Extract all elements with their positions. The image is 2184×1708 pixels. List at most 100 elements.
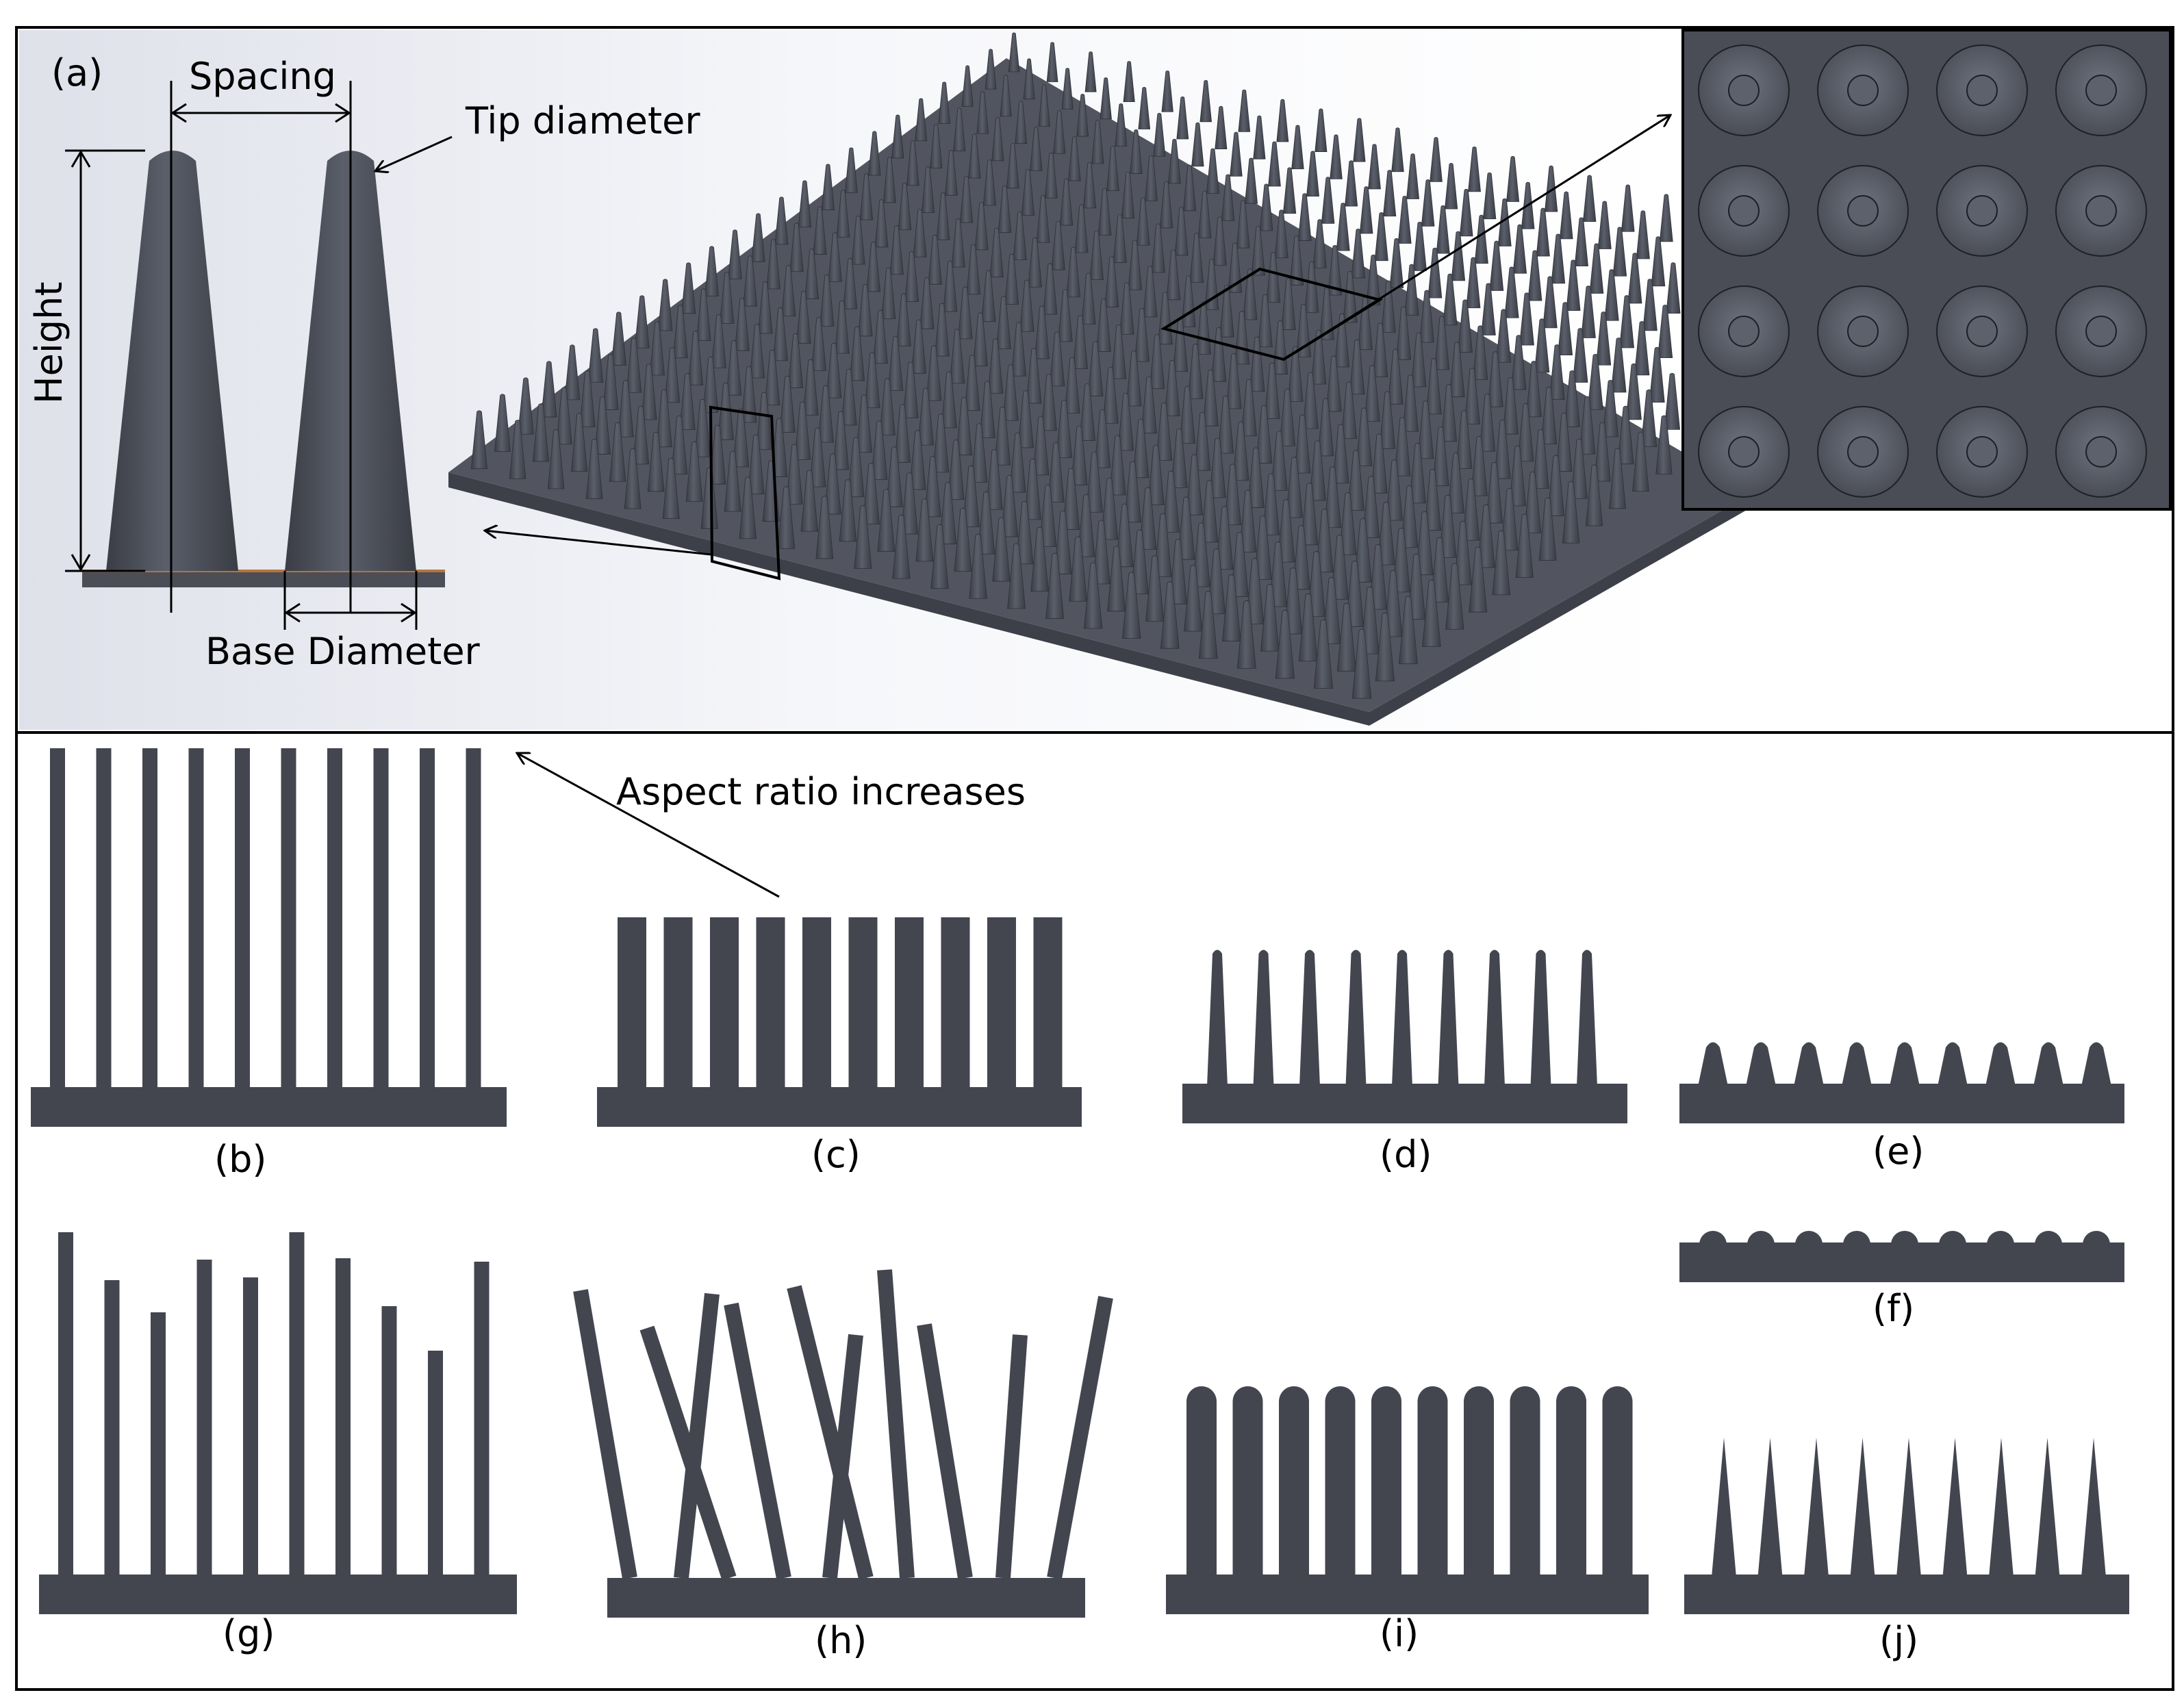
tip-diameter-label: Tip diameter — [465, 99, 700, 142]
iso-cone — [1147, 444, 1165, 506]
substrate-b — [31, 1087, 507, 1127]
pillar-g — [151, 1312, 166, 1577]
iso-cone — [1110, 324, 1127, 379]
iso-cone — [1251, 226, 1265, 276]
iso-cone — [1415, 511, 1434, 576]
iso-cone — [1597, 201, 1612, 249]
iso-cone — [777, 486, 796, 549]
iso-cone — [883, 157, 896, 203]
pillar-h — [917, 1323, 973, 1579]
panel-i-label: (i) — [1380, 1612, 1419, 1655]
iso-cone — [994, 407, 1011, 466]
base-arrowhead-left — [284, 602, 301, 623]
iso-cone — [1264, 362, 1280, 419]
iso-cone — [1459, 188, 1473, 237]
inset-dimple-tip — [1847, 436, 1879, 468]
iso-cone — [1347, 450, 1364, 511]
iso-cone — [949, 329, 965, 384]
iso-cone — [796, 291, 811, 344]
iso-cone — [1017, 390, 1034, 448]
panel-f: (f) — [1679, 1231, 2124, 1330]
iso-cone — [1604, 269, 1619, 321]
iso-cone — [1162, 470, 1180, 533]
inset-dimple-tip — [1966, 75, 1998, 106]
iso-cone — [1239, 489, 1257, 552]
spike-j — [1989, 1438, 2014, 1577]
inset-dimple-tip — [1966, 436, 1998, 468]
spike-j — [1850, 1438, 1875, 1577]
iso-cone — [1079, 383, 1095, 441]
iso-cone — [1247, 447, 1265, 508]
iso-cone — [1212, 216, 1227, 266]
substrate-h — [607, 1578, 1085, 1618]
iso-cone — [1054, 510, 1072, 574]
iso-cone — [1427, 247, 1443, 298]
iso-cone — [1044, 152, 1058, 199]
iso-cone — [1143, 266, 1158, 318]
iso-cone — [1276, 99, 1289, 142]
iso-cone — [877, 489, 896, 552]
iso-cone — [1494, 420, 1511, 479]
iso-cone — [911, 319, 927, 374]
cone-grid — [470, 32, 1681, 699]
iso-cone — [1307, 551, 1326, 617]
iso-cone — [985, 449, 1003, 510]
iso-cone — [972, 312, 988, 367]
iso-cone — [518, 377, 534, 435]
bump-e — [1794, 1042, 1824, 1086]
iso-cone — [870, 420, 888, 480]
iso-cone — [1502, 377, 1519, 435]
inset-dimple-tip — [1728, 436, 1760, 468]
iso-cone — [943, 260, 958, 312]
iso-cone — [1651, 236, 1666, 287]
spacing-label: Spacing — [189, 55, 336, 98]
iso-cone — [1371, 433, 1388, 494]
iso-cone — [618, 380, 634, 437]
iso-cone — [932, 413, 950, 473]
iso-cone — [1043, 263, 1058, 315]
iso-cone — [921, 166, 935, 213]
iso-cone — [470, 410, 488, 470]
inset-dimple-grid — [1698, 44, 2147, 498]
iso-cone — [1061, 68, 1074, 110]
pillars-e — [1698, 1042, 2111, 1086]
iso-cone — [1238, 89, 1251, 132]
pillar-i — [1279, 1386, 1309, 1577]
iso-cone — [977, 491, 995, 555]
iso-cone — [1387, 348, 1404, 405]
iso-cone — [1026, 348, 1042, 404]
pillars-h — [573, 1269, 1113, 1581]
iso-cone — [1115, 103, 1128, 147]
iso-cone — [934, 303, 950, 357]
iso-cone — [833, 411, 850, 470]
iso-cone — [956, 397, 973, 456]
iso-cone — [1658, 305, 1673, 359]
iso-cone — [1108, 435, 1126, 496]
iso-cone — [1315, 108, 1328, 152]
iso-cone — [1021, 168, 1035, 216]
iso-cone — [1100, 77, 1112, 120]
iso-cone — [1292, 525, 1310, 590]
iso-cone — [1471, 436, 1488, 496]
panel-a: Spacing Tip diameter Height Base Diamete… — [19, 29, 2172, 730]
iso-cone — [872, 309, 888, 364]
iso-cone — [981, 270, 996, 322]
pillars-i — [1186, 1386, 1633, 1577]
iso-cone — [1104, 256, 1119, 307]
iso-cone — [1369, 544, 1388, 610]
iso-cone — [1260, 584, 1280, 652]
iso-cone — [1617, 405, 1634, 465]
iso-cone — [1356, 407, 1373, 466]
iso-cone — [902, 361, 919, 418]
panel-c-label: (c) — [811, 1133, 861, 1176]
iso-cone — [1436, 205, 1450, 254]
iso-cone — [1066, 246, 1081, 298]
iso-cone — [1447, 453, 1464, 513]
iso-cone — [1123, 61, 1135, 103]
iso-cone — [1384, 570, 1403, 637]
pillar-h — [877, 1269, 915, 1579]
iso-cone — [1397, 196, 1412, 244]
iso-cone — [1199, 79, 1212, 123]
iso-cone — [819, 275, 835, 327]
iso-cone — [1519, 292, 1534, 346]
